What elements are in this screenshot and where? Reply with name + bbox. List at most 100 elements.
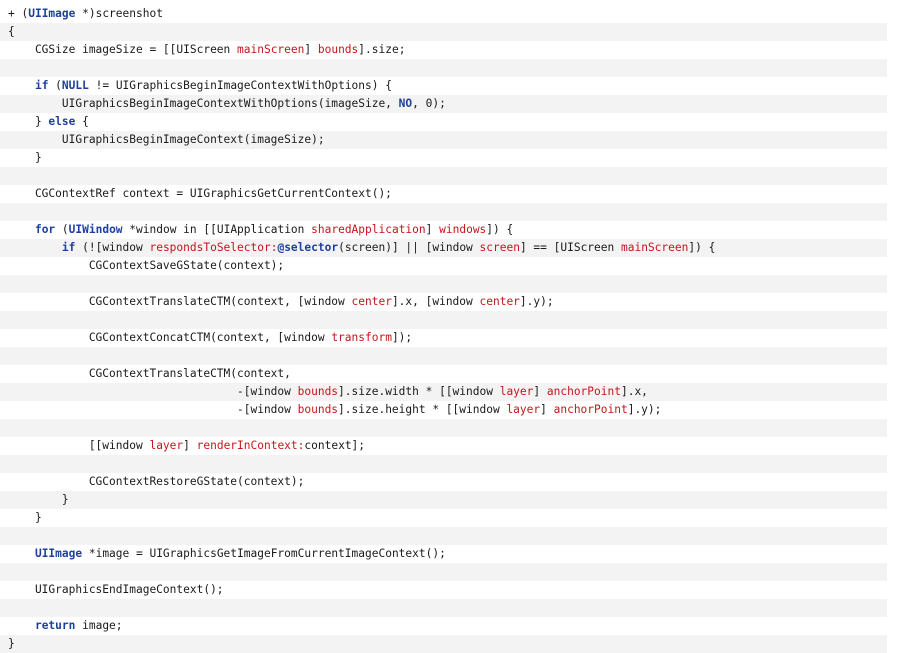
- code-keyword: UIWindow: [68, 223, 123, 236]
- code-text: ]: [304, 43, 318, 56]
- code-keyword: @selector: [277, 241, 339, 254]
- code-text: ]) {: [688, 241, 716, 254]
- code-selector: center: [479, 295, 520, 308]
- code-line: }: [0, 491, 887, 509]
- code-line: [0, 59, 887, 77]
- code-text: }: [8, 493, 69, 506]
- code-selector: respondsToSelector:: [149, 241, 278, 254]
- code-line: [0, 527, 887, 545]
- code-keyword: NULL: [61, 79, 89, 92]
- code-text: + (: [8, 7, 29, 20]
- code-selector: anchorPoint: [553, 403, 628, 416]
- code-text: [8, 619, 35, 632]
- code-line: CGContextRef context = UIGraphicsGetCurr…: [0, 185, 887, 203]
- code-text: }: [8, 151, 42, 164]
- code-text: CGContextTranslateCTM(context,: [8, 367, 291, 380]
- code-text: }: [8, 115, 49, 128]
- code-selector: center: [351, 295, 392, 308]
- code-selector: mainScreen: [621, 241, 689, 254]
- code-selector: transform: [331, 331, 392, 344]
- code-text: ].size.width * [[window: [338, 385, 500, 398]
- code-text: CGContextRestoreGState(context);: [8, 475, 305, 488]
- code-text: CGContextTranslateCTM(context, [window: [8, 295, 352, 308]
- code-keyword: for: [34, 223, 56, 236]
- code-text: -[window: [8, 385, 298, 398]
- code-selector: sharedApplication: [311, 223, 426, 236]
- code-keyword: UIImage: [28, 7, 76, 20]
- code-text: ]: [183, 439, 197, 452]
- code-line: [0, 455, 887, 473]
- code-line: }: [0, 149, 887, 167]
- code-line: [0, 347, 887, 365]
- code-text: *window in [[UIApplication: [122, 223, 312, 236]
- code-line: UIGraphicsBeginImageContextWithOptions(i…: [0, 95, 887, 113]
- code-line: [0, 167, 887, 185]
- code-text: ].y);: [627, 403, 662, 416]
- code-line: } else {: [0, 113, 887, 131]
- code-line: -[window bounds].size.height * [[window …: [0, 401, 887, 419]
- code-text: (![window: [75, 241, 150, 254]
- code-text: {: [75, 115, 89, 128]
- code-line: [0, 275, 887, 293]
- code-line: [0, 563, 887, 581]
- code-line: CGContextRestoreGState(context);: [0, 473, 887, 491]
- code-text: CGContextRef context = UIGraphicsGetCurr…: [8, 187, 392, 200]
- code-line: [0, 419, 887, 437]
- code-text: [8, 223, 35, 236]
- code-text: ]);: [391, 331, 413, 344]
- code-text: [8, 241, 62, 254]
- code-line: -[window bounds].size.width * [[window l…: [0, 383, 887, 401]
- code-text: (screen)] || [window: [338, 241, 480, 254]
- code-text: != UIGraphicsBeginImageContextWithOption…: [88, 79, 392, 92]
- code-text: ]) {: [486, 223, 514, 236]
- code-selector: screen: [479, 241, 520, 254]
- code-text: ].size;: [358, 43, 406, 56]
- code-line: UIGraphicsEndImageContext();: [0, 581, 887, 599]
- code-keyword: if: [34, 79, 49, 92]
- code-text: [[window: [8, 439, 150, 452]
- code-text: (: [48, 79, 62, 92]
- code-text: image;: [75, 619, 123, 632]
- code-text: ]: [425, 223, 440, 236]
- code-line: }: [0, 635, 887, 653]
- code-selector: bounds: [317, 43, 359, 56]
- code-line: {: [0, 23, 887, 41]
- code-text: ].y);: [519, 295, 554, 308]
- code-text: ]: [533, 385, 547, 398]
- code-line: CGContextConcatCTM(context, [window tran…: [0, 329, 887, 347]
- code-selector: windows: [439, 223, 487, 236]
- code-text: CGContextConcatCTM(context, [window: [8, 331, 332, 344]
- code-text: (: [55, 223, 69, 236]
- code-line: for (UIWindow *window in [[UIApplication…: [0, 221, 887, 239]
- code-text: }: [8, 511, 42, 524]
- code-text: UIGraphicsEndImageContext();: [8, 583, 224, 596]
- code-keyword: NO: [398, 97, 413, 110]
- code-selector: renderInContext:: [196, 439, 305, 452]
- code-line: UIGraphicsBeginImageContext(imageSize);: [0, 131, 887, 149]
- code-line: [[window layer] renderInContext:context]…: [0, 437, 887, 455]
- code-line: CGSize imageSize = [[UIScreen mainScreen…: [0, 41, 887, 59]
- code-text: [8, 79, 35, 92]
- code-text: CGContextSaveGState(context);: [8, 259, 285, 272]
- code-line: UIImage *image = UIGraphicsGetImageFromC…: [0, 545, 887, 563]
- code-selector: layer: [149, 439, 184, 452]
- code-selector: mainScreen: [237, 43, 305, 56]
- code-line: CGContextTranslateCTM(context,: [0, 365, 887, 383]
- code-keyword: if: [61, 241, 76, 254]
- code-line: [0, 203, 887, 221]
- code-selector: bounds: [297, 385, 339, 398]
- code-line: }: [0, 509, 887, 527]
- code-line: if (![window respondsToSelector:@selecto…: [0, 239, 887, 257]
- code-selector: layer: [506, 403, 541, 416]
- code-text: {: [8, 25, 15, 38]
- code-text: *image = UIGraphicsGetImageFromCurrentIm…: [82, 547, 446, 560]
- code-selector: anchorPoint: [546, 385, 621, 398]
- code-selector: bounds: [297, 403, 339, 416]
- code-text: UIGraphicsBeginImageContextWithOptions(i…: [8, 97, 399, 110]
- code-line: [0, 599, 887, 617]
- code-selector: layer: [499, 385, 534, 398]
- code-keyword: else: [48, 115, 76, 128]
- code-text: ].size.height * [[window: [338, 403, 507, 416]
- code-text: *)screenshot: [75, 7, 163, 20]
